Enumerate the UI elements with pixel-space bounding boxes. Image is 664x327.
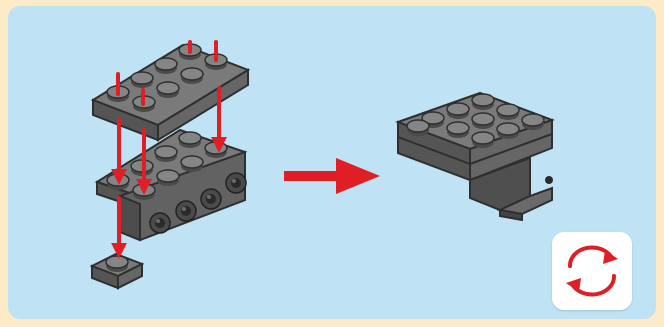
- rotate-model-icon: [552, 232, 632, 310]
- red-arrow-right-icon: [284, 158, 380, 194]
- rotate-model-button[interactable]: [552, 232, 632, 310]
- assembled-model: [398, 93, 553, 220]
- small-plate-1x1: [92, 254, 142, 288]
